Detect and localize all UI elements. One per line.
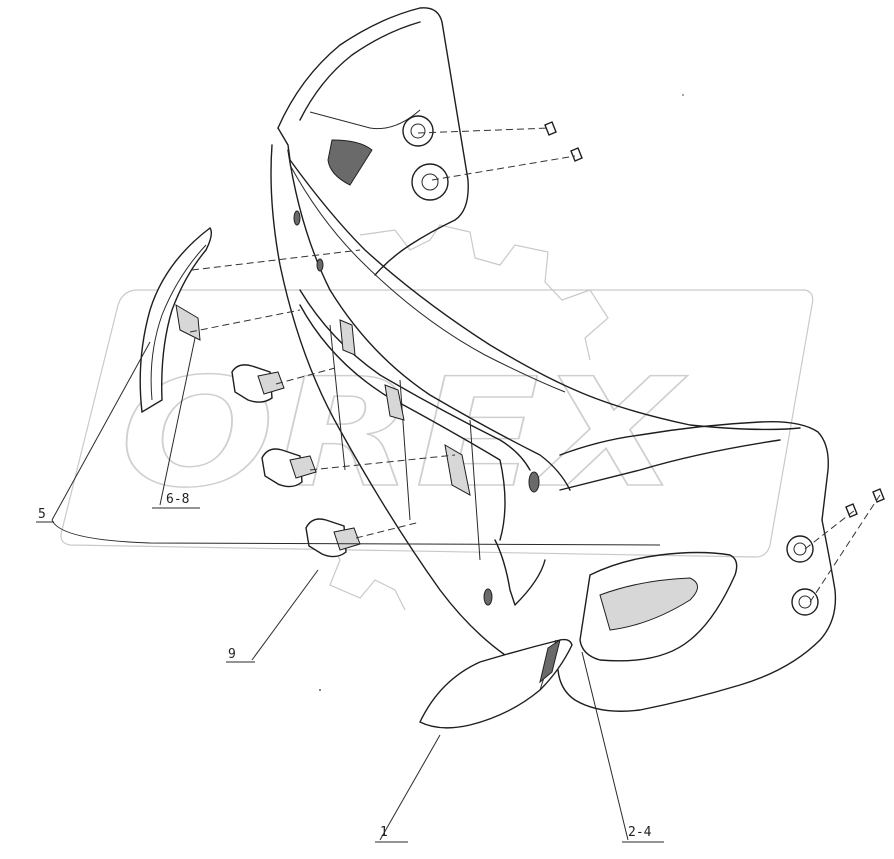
callout-2-4: 2-4 — [628, 825, 652, 840]
fastener-upper-2 — [570, 147, 583, 162]
clip-part-6 — [231, 364, 285, 403]
bolt-boss-lower-1 — [786, 535, 814, 563]
callout-1: 1 — [380, 825, 388, 840]
stray-dot — [319, 689, 321, 691]
clip-part-9 — [305, 518, 361, 558]
fastener-upper-1 — [544, 121, 557, 136]
bolt-boss-lower-2 — [791, 588, 819, 616]
bezel-part-5 — [139, 226, 213, 414]
main-panel — [270, 7, 837, 712]
flap-part-1 — [419, 638, 573, 729]
callout-9: 9 — [228, 647, 236, 662]
fastener-lower-1 — [845, 503, 858, 518]
stray-dot — [682, 94, 684, 96]
fastener-lower-2 — [872, 488, 885, 503]
callout-6-8: 6-8 — [166, 492, 189, 507]
leader-lines — [36, 337, 664, 843]
clip-part-7 — [261, 448, 317, 488]
callout-5: 5 — [38, 507, 46, 522]
assembly-lines — [189, 127, 881, 603]
bolt-boss-upper-1 — [402, 115, 434, 147]
bolt-boss-upper-2 — [411, 163, 449, 201]
